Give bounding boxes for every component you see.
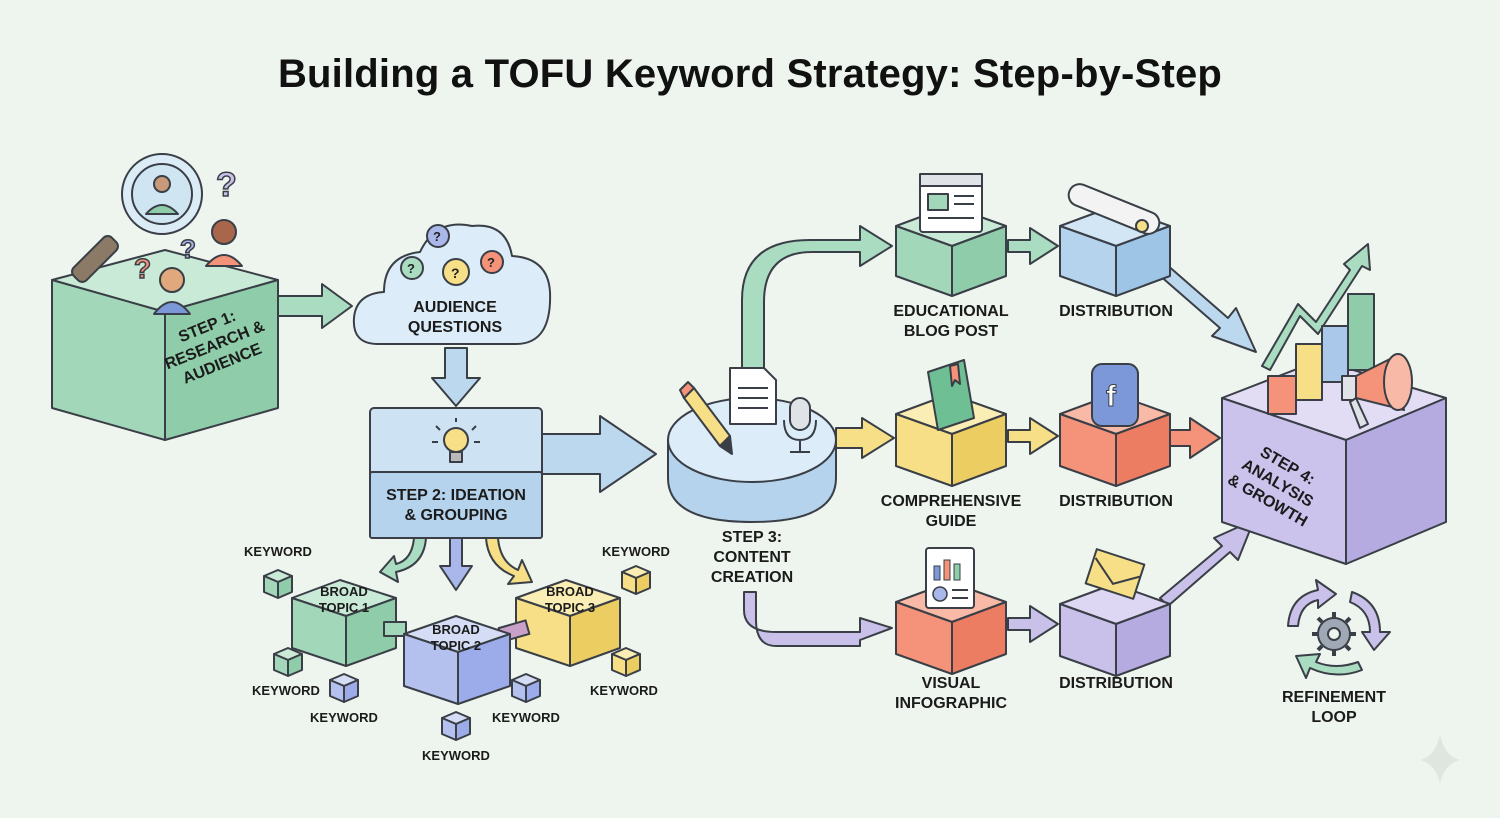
keyword-label: KEYWORD <box>252 683 320 698</box>
keyword-label: KEYWORD <box>310 710 378 725</box>
chart-report-icon <box>925 547 975 609</box>
question-mark-icon: ? <box>134 253 151 284</box>
browser-window-icon <box>919 173 983 233</box>
envelope-icon <box>1084 548 1146 600</box>
arrow-step2-to-topic2 <box>439 537 473 591</box>
step2-label: STEP 2: IDEATION & GROUPING <box>386 487 526 524</box>
growth-chart-icon <box>1261 243 1375 415</box>
speech-bubble-icons: ? ? ? ? <box>400 224 504 286</box>
distribution-label-2: DISTRIBUTION <box>1059 493 1173 510</box>
megaphone-icon <box>1341 353 1413 429</box>
svg-text:f: f <box>1106 380 1117 413</box>
keyword-cube <box>611 647 641 677</box>
topic-connector <box>383 621 407 637</box>
distribution-label-3: DISTRIBUTION <box>1059 675 1173 692</box>
distribution-label-1: DISTRIBUTION <box>1059 303 1173 320</box>
arrow-step2-to-topic3 <box>485 537 533 585</box>
topic-3-label: BROAD TOPIC 3 <box>544 584 596 615</box>
topic-cube-2 <box>403 615 511 705</box>
svg-text:?: ? <box>407 261 415 276</box>
svg-text:?: ? <box>433 229 441 244</box>
keyword-label: KEYWORD <box>590 683 658 698</box>
keyword-label: KEYWORD <box>602 544 670 559</box>
refinement-loop-label: REFINEMENT LOOP <box>1282 689 1386 726</box>
microphone-icon <box>783 397 817 453</box>
arrow-guide-to-distribution <box>1007 417 1059 455</box>
arrow-infographic-to-distribution <box>1007 605 1059 643</box>
keyword-label: KEYWORD <box>422 748 490 763</box>
infographic-label: VISUAL INFOGRAPHIC <box>895 675 1007 712</box>
arrow-step3-to-infographic <box>743 591 893 647</box>
arrow-step1-to-questions <box>277 283 353 329</box>
distribution-cube-1 <box>1059 205 1171 297</box>
keyword-cube <box>621 565 651 595</box>
lightbulb-icon <box>432 418 480 463</box>
search-bar-icon <box>1067 183 1161 235</box>
person-icon-1 <box>205 219 243 267</box>
keyword-cube <box>511 673 541 703</box>
arrow-step2-to-topic1 <box>379 537 427 583</box>
question-mark-icon: ? <box>180 234 196 264</box>
svg-text:?: ? <box>451 265 460 281</box>
page-title: Building a TOFU Keyword Strategy: Step-b… <box>277 52 1223 96</box>
book-icon <box>927 359 975 431</box>
svg-text:?: ? <box>487 255 495 270</box>
arrow-step2-to-step3 <box>541 415 657 493</box>
document-icon <box>729 367 777 425</box>
keyword-label: KEYWORD <box>492 710 560 725</box>
keyword-cube <box>273 647 303 677</box>
person-icon-2 <box>153 267 191 315</box>
guide-label: COMPREHENSIVE GUIDE <box>880 493 1022 530</box>
arrows <box>277 225 1257 647</box>
magnifier-icon <box>71 153 203 283</box>
blog-label: EDUCATIONAL BLOG POST <box>893 303 1009 340</box>
refinement-loop-icon <box>1287 579 1391 679</box>
pencil-icon <box>679 381 733 455</box>
keyword-label: KEYWORD <box>244 544 312 559</box>
arrow-distribution2-to-step4 <box>1169 417 1221 459</box>
keyword-cube <box>441 711 471 741</box>
topic-cube-3 <box>515 579 621 667</box>
arrow-step3-to-blog <box>741 225 893 369</box>
arrow-distribution3-to-step4 <box>1159 519 1255 607</box>
distribution-cube-3 <box>1059 583 1171 677</box>
sparkle-watermark <box>1420 734 1460 784</box>
arrow-step3-to-guide <box>835 417 895 459</box>
topic-2-label: BROAD TOPIC 2 <box>430 622 482 653</box>
audience-questions-label: AUDIENCE QUESTIONS <box>407 299 503 336</box>
topic-1-label: BROAD TOPIC 1 <box>318 584 370 615</box>
question-mark-icon: ? <box>216 166 237 204</box>
facebook-icon: f <box>1091 363 1139 427</box>
step3-label: STEP 3: CONTENT CREATION <box>710 529 794 586</box>
arrow-distribution1-to-step4 <box>1157 263 1257 353</box>
arrow-blog-to-distribution <box>1007 227 1059 265</box>
arrow-questions-to-step2 <box>431 347 481 407</box>
topic-cube-1 <box>291 579 397 667</box>
step2-panel <box>369 407 543 539</box>
keyword-cube <box>263 569 293 599</box>
keyword-cube <box>329 673 359 703</box>
